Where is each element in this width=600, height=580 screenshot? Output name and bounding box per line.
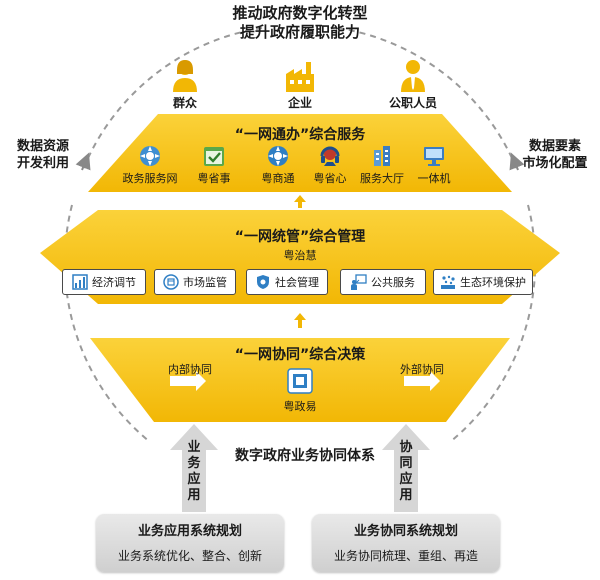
- person-male-icon: [401, 60, 425, 92]
- box-title: 业务协同系统规划: [353, 524, 458, 539]
- service-hall[interactable]: 服务大厅: [350, 144, 414, 186]
- external-collab-label: 外部协同: [400, 363, 444, 376]
- left-up-arrow: [170, 424, 218, 512]
- right-side-label: 数据要素市场化配置: [522, 139, 588, 171]
- building-icon: [374, 146, 390, 166]
- service-kiosk[interactable]: 一体机: [402, 144, 466, 186]
- box-subtitle: 业务协同梳理、重组、再造: [333, 549, 478, 563]
- up-arrow: [294, 195, 306, 208]
- internal-collab-label: 内部协同: [168, 363, 212, 376]
- headset-icon: [320, 146, 340, 166]
- right-arrow-inner: [404, 371, 440, 391]
- right-arrow-label: 协同应用: [399, 440, 413, 503]
- actor-enterprise: 企业: [265, 58, 335, 111]
- tile-market-supervision[interactable]: 市场监管: [154, 269, 236, 295]
- business-app-plan-box: 业务应用系统规划 业务系统优化、整合、创新: [96, 514, 284, 572]
- presentation-icon: [351, 274, 367, 290]
- band2-subtitle: 粤治慧: [283, 249, 317, 262]
- service-yueshangtong[interactable]: 粤商通: [246, 144, 310, 186]
- up-arrow: [294, 313, 306, 328]
- band1-shape: [88, 114, 512, 192]
- tile-public-service[interactable]: 公共服务: [340, 269, 426, 295]
- shield-icon: [257, 275, 269, 289]
- pm25-icon: [441, 275, 455, 289]
- band2-title: “一网统管”综合管理: [234, 229, 366, 245]
- calendar-check-icon: [204, 147, 224, 166]
- monitor-icon: [424, 147, 444, 166]
- actor-officials: 公职人员: [378, 58, 448, 111]
- gear-badge-icon: [140, 146, 160, 166]
- service-portal[interactable]: 政务服务网: [118, 144, 182, 186]
- left-side-label: 数据资源开发利用: [16, 139, 69, 171]
- service-yueshengshi[interactable]: 粤省事: [182, 144, 246, 186]
- factory-icon: [286, 62, 314, 92]
- tile-economic-regulation[interactable]: 经济调节: [62, 269, 146, 295]
- box-subtitle: 业务系统优化、整合、创新: [117, 549, 262, 563]
- right-arrow-inner: [170, 371, 206, 391]
- shop-icon: [163, 274, 179, 290]
- service-yueshengxin[interactable]: 粤省心: [298, 144, 362, 186]
- yuezhengyi-label: 粤政易: [283, 400, 317, 413]
- band1-title: “一网通办”综合服务: [234, 127, 366, 143]
- header-line1: 推动政府数字化转型: [232, 4, 368, 22]
- business-collab-plan-box: 业务协同系统规划 业务协同梳理、重组、再造: [312, 514, 500, 572]
- gear-badge-icon: [268, 146, 288, 166]
- person-female-icon: [173, 60, 197, 92]
- tile-social-management[interactable]: 社会管理: [246, 269, 328, 295]
- left-arrow-label: 业务应用: [187, 440, 201, 503]
- bar-chart-icon: [72, 274, 88, 290]
- box-title: 业务应用系统规划: [137, 524, 242, 539]
- band3-title: “一网协同”综合决策: [234, 347, 366, 363]
- actor-public: 群众: [150, 58, 220, 111]
- right-up-arrow: [382, 424, 430, 512]
- header-line2: 提升政府履职能力: [239, 23, 360, 41]
- tile-eco-protection[interactable]: 生态环境保护: [433, 269, 533, 295]
- yuezhengyi-icon[interactable]: [287, 368, 313, 394]
- system-label: 数字政府业务协同体系: [235, 448, 375, 464]
